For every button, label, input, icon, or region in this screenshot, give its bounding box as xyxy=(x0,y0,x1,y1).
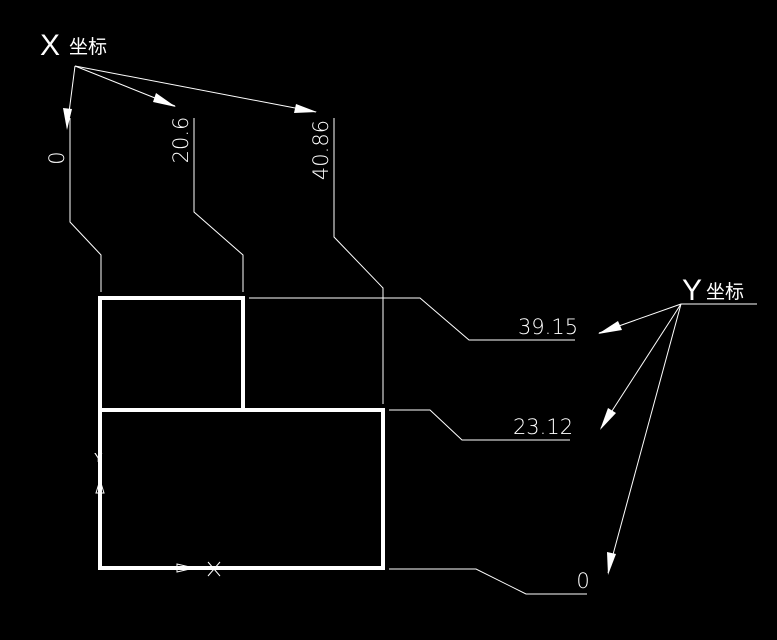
x-callout-arrow-40-86 xyxy=(74,65,317,113)
arrowhead-icon xyxy=(294,104,317,113)
y-callout-arrow-23-12 xyxy=(600,303,682,429)
y-coordinate-callout: Y 坐标 xyxy=(598,274,757,575)
y-callout-label: 坐标 xyxy=(706,281,744,303)
arrowhead-icon xyxy=(598,321,622,334)
arrowhead-icon xyxy=(600,408,616,430)
x-callout-label: 坐标 xyxy=(69,36,107,58)
x-leader-0 xyxy=(69,118,102,292)
x-value-40-86: 40.86 xyxy=(309,120,333,180)
ucs-icon: Y xyxy=(94,450,221,577)
ucs-y-label: Y xyxy=(94,450,103,465)
arrowhead-icon xyxy=(153,93,176,107)
y-value-39-15: 39.15 xyxy=(518,315,578,339)
lower-rectangle xyxy=(98,408,385,570)
x-leader-20-6 xyxy=(193,118,244,292)
y-leader-39-15 xyxy=(249,297,575,341)
arrowhead-icon xyxy=(607,552,616,575)
ucs-y-arrow-icon xyxy=(95,478,105,494)
arrowhead-icon xyxy=(63,108,72,130)
upper-rectangle xyxy=(98,296,245,412)
y-callout-letter: Y xyxy=(682,274,702,307)
part-outline xyxy=(98,296,385,570)
x-value-20-6: 20.6 xyxy=(169,117,193,164)
x-ordinate-leaders: 0 20.6 40.86 xyxy=(45,117,384,404)
y-value-0: 0 xyxy=(576,569,589,593)
x-leader-40-86 xyxy=(333,118,384,404)
y-leader-0 xyxy=(389,568,587,595)
x-callout-letter: X xyxy=(40,29,60,62)
x-coordinate-callout: X 坐标 xyxy=(40,29,317,130)
ucs-x-arrow-icon xyxy=(176,563,195,573)
y-ordinate-leaders: 39.15 23.12 0 xyxy=(249,297,590,595)
y-leader-23-12 xyxy=(389,409,570,441)
y-value-23-12: 23.12 xyxy=(513,415,573,439)
x-value-0: 0 xyxy=(45,151,69,164)
y-callout-arrow-0 xyxy=(607,303,682,574)
